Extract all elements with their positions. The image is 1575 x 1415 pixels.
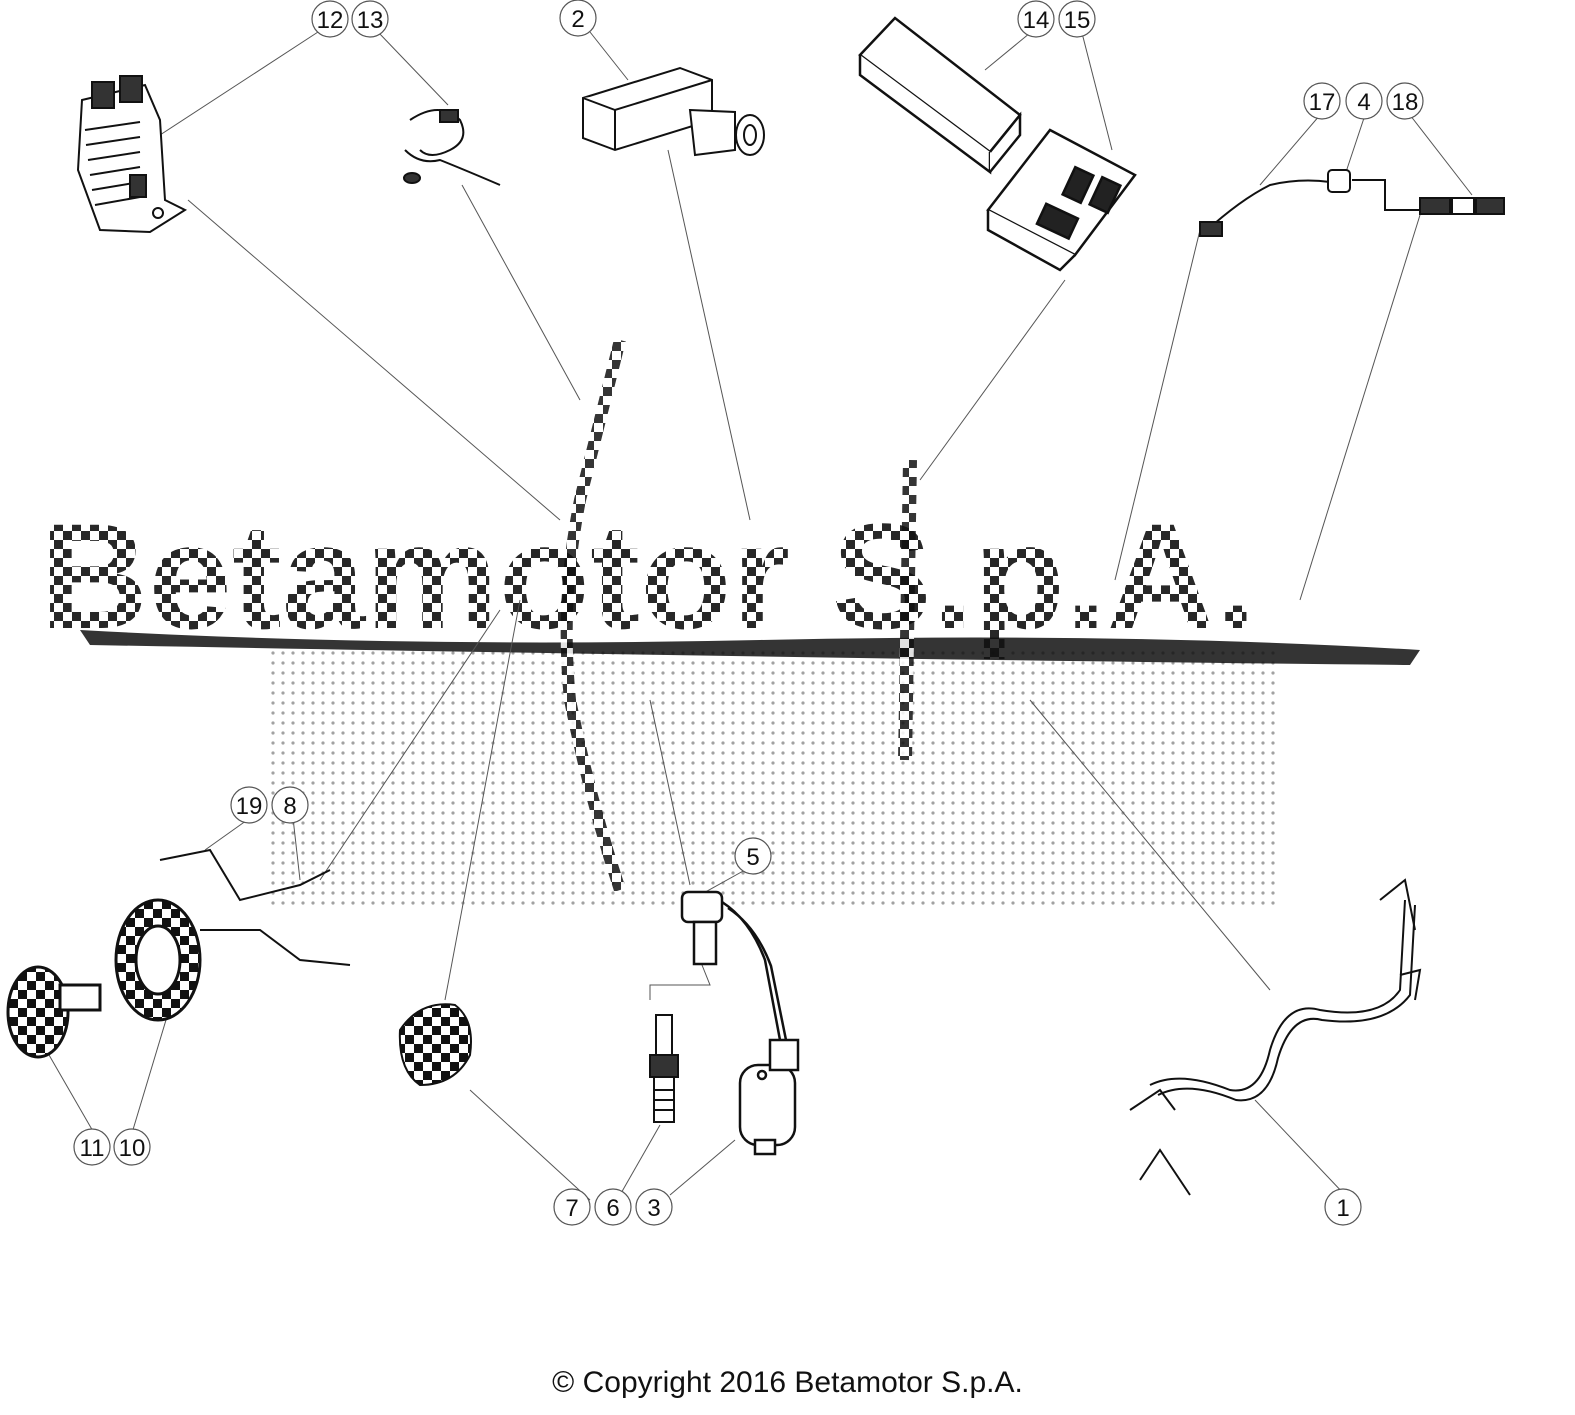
callout-5: 5	[734, 837, 772, 875]
callout-12: 12	[311, 0, 349, 38]
svg-text:7: 7	[565, 1195, 578, 1222]
callout-15: 15	[1058, 0, 1096, 38]
handlebar-switch-icon	[76, 75, 188, 234]
callout-19: 19	[230, 786, 268, 824]
callout-3: 3	[635, 1188, 673, 1226]
callout-1: 1	[1324, 1188, 1362, 1226]
wiring-harness-icon	[1129, 878, 1422, 1196]
callout-10: 10	[113, 1128, 151, 1166]
sensor-cable-icon	[1199, 179, 1331, 237]
callout-2: 2	[559, 0, 597, 37]
svg-text:11: 11	[80, 1135, 105, 1162]
callout-4: 4	[1345, 82, 1383, 120]
regulator-icon	[986, 128, 1137, 272]
watermark: Betamotor S.p.A.	[40, 492, 1420, 910]
watermark-text: Betamotor S.p.A.	[40, 492, 1257, 660]
svg-text:3: 3	[647, 1195, 660, 1222]
svg-text:15: 15	[1064, 7, 1091, 34]
svg-text:8: 8	[283, 793, 296, 820]
svg-text:4: 4	[1357, 89, 1370, 116]
svg-text:13: 13	[357, 7, 384, 34]
ignition-coil-icon	[738, 1038, 800, 1156]
leader-lines	[44, 31, 1473, 1201]
stator-icon	[114, 898, 202, 1022]
callout-6: 6	[594, 1188, 632, 1226]
svg-text:6: 6	[606, 1195, 619, 1222]
bracket-module-icon	[582, 66, 765, 157]
svg-text:18: 18	[1392, 89, 1419, 116]
callout-13: 13	[351, 0, 389, 38]
main-harness-icon	[560, 338, 917, 892]
svg-text:5: 5	[746, 844, 759, 871]
callout-18: 18	[1386, 82, 1424, 120]
callout-14: 14	[1017, 0, 1055, 38]
cable-connector-icon	[403, 109, 501, 186]
svg-text:1: 1	[1336, 1195, 1349, 1222]
flywheel-icon	[6, 965, 102, 1059]
callouts: 12 13 2 14 15 17 4 18 19 8 5 11 10 7 6 3…	[73, 0, 1424, 1226]
cable-icon	[159, 848, 351, 966]
callout-8: 8	[271, 786, 309, 824]
cdi-unit-icon	[858, 16, 1022, 175]
copyright-notice: © Copyright 2016 Betamotor S.p.A.	[552, 1366, 1023, 1399]
callout-11: 11	[73, 1128, 111, 1166]
connector-icon	[1419, 197, 1505, 215]
svg-text:12: 12	[317, 7, 344, 34]
svg-text:19: 19	[236, 793, 263, 820]
svg-text:14: 14	[1023, 7, 1050, 34]
spark-plug-cap-icon	[680, 890, 788, 1041]
pickup-sensor-icon	[398, 1003, 472, 1087]
spark-plug-icon	[649, 1014, 679, 1123]
svg-text:17: 17	[1309, 89, 1336, 116]
callout-7: 7	[553, 1188, 591, 1226]
svg-text:2: 2	[571, 6, 584, 33]
bulb-socket-icon	[1327, 169, 1420, 211]
svg-text:10: 10	[119, 1135, 146, 1162]
callout-17: 17	[1303, 82, 1341, 120]
